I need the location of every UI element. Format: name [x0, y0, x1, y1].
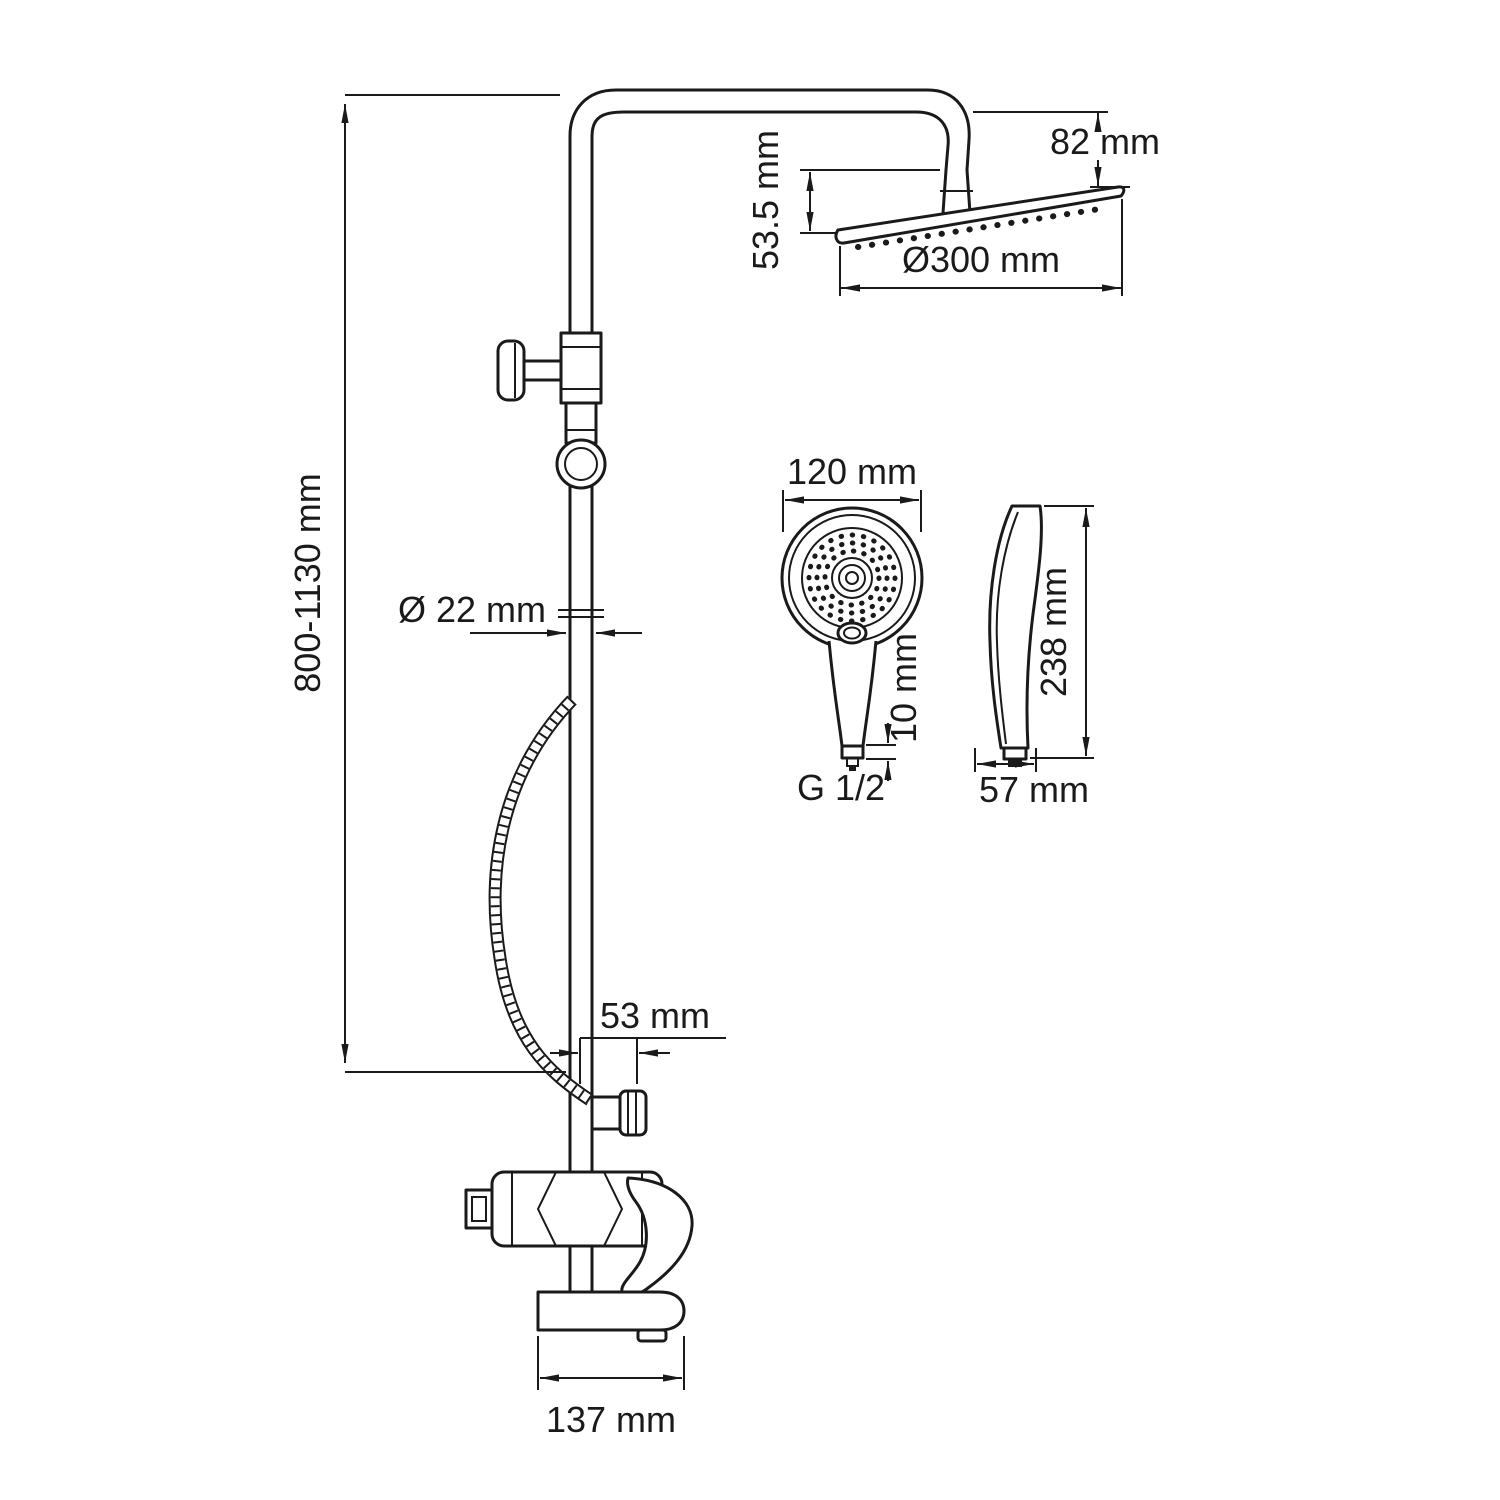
spout — [536, 1290, 686, 1343]
top-arm-inner — [590, 110, 950, 172]
dim-head-height-label: 82 mm — [1050, 121, 1160, 162]
dim-pipe-diameter-label: Ø 22 mm — [398, 589, 546, 630]
dim-handshower-diameter: 120 mm — [782, 451, 922, 532]
dim-handshower-length-label: 238 mm — [1033, 567, 1074, 697]
handshower-side-view — [988, 504, 1043, 767]
dim-outlet-height-label: 10 mm — [883, 633, 924, 743]
shower-column — [464, 88, 1126, 1343]
dim-outlet-height: 10 mm — [866, 633, 924, 781]
diverter-knob-stem — [522, 359, 563, 382]
dim-spout-offset: 53 mm — [550, 995, 726, 1084]
dim-column-height-label: 800-1130 mm — [287, 473, 328, 692]
rain-head-nozzles — [855, 205, 1109, 250]
ball-joint — [555, 438, 607, 490]
side-face-line — [995, 511, 1019, 745]
handshower-front-view — [780, 506, 924, 771]
mode-switch-button — [836, 621, 868, 645]
dim-handshower-depth: 57 mm — [974, 748, 1089, 810]
hose-nut — [618, 1089, 648, 1137]
shower-hose — [488, 695, 594, 1106]
handshower-handle — [827, 640, 878, 748]
handle-connector — [840, 744, 865, 760]
mixer-body — [464, 1170, 694, 1299]
spray-nozzle-ring-inner — [822, 548, 882, 608]
dim-handshower-length: 238 mm — [1030, 505, 1094, 759]
dim-spout-length: 137 mm — [537, 1336, 685, 1440]
top-arm-outer — [568, 88, 971, 172]
dim-head-drop: 53.5 mm — [745, 130, 940, 270]
dim-handshower-depth-label: 57 mm — [979, 769, 1089, 810]
dim-head-diameter: Ø300 mm — [839, 199, 1123, 296]
thread-size-label: G 1/2 — [797, 767, 885, 808]
dim-spout-length-label: 137 mm — [546, 1399, 676, 1440]
dim-head-drop-label: 53.5 mm — [745, 130, 786, 270]
diverter-knob — [496, 339, 526, 402]
pipe-measure-ticks — [558, 609, 604, 618]
aerator — [636, 1328, 668, 1343]
dim-pipe-diameter: Ø 22 mm — [398, 589, 642, 637]
head-connector — [940, 168, 973, 215]
outlet-nipple — [849, 766, 856, 771]
spray-nozzle-ring-outer — [806, 532, 898, 624]
hose-connector — [590, 1089, 648, 1137]
dim-head-height: 82 mm — [973, 111, 1160, 188]
rain-shower-head — [834, 185, 1126, 250]
spray-nozzle-ring-mid — [814, 540, 890, 616]
diverter-assembly — [496, 331, 603, 445]
dim-handshower-diameter-label: 120 mm — [787, 451, 917, 492]
dim-column-height: 800-1130 mm — [287, 94, 566, 1073]
temperature-knob — [464, 1188, 494, 1230]
side-connector — [1002, 746, 1028, 761]
dim-head-diameter-label: Ø300 mm — [902, 239, 1060, 280]
dim-spout-offset-label: 53 mm — [600, 995, 710, 1036]
